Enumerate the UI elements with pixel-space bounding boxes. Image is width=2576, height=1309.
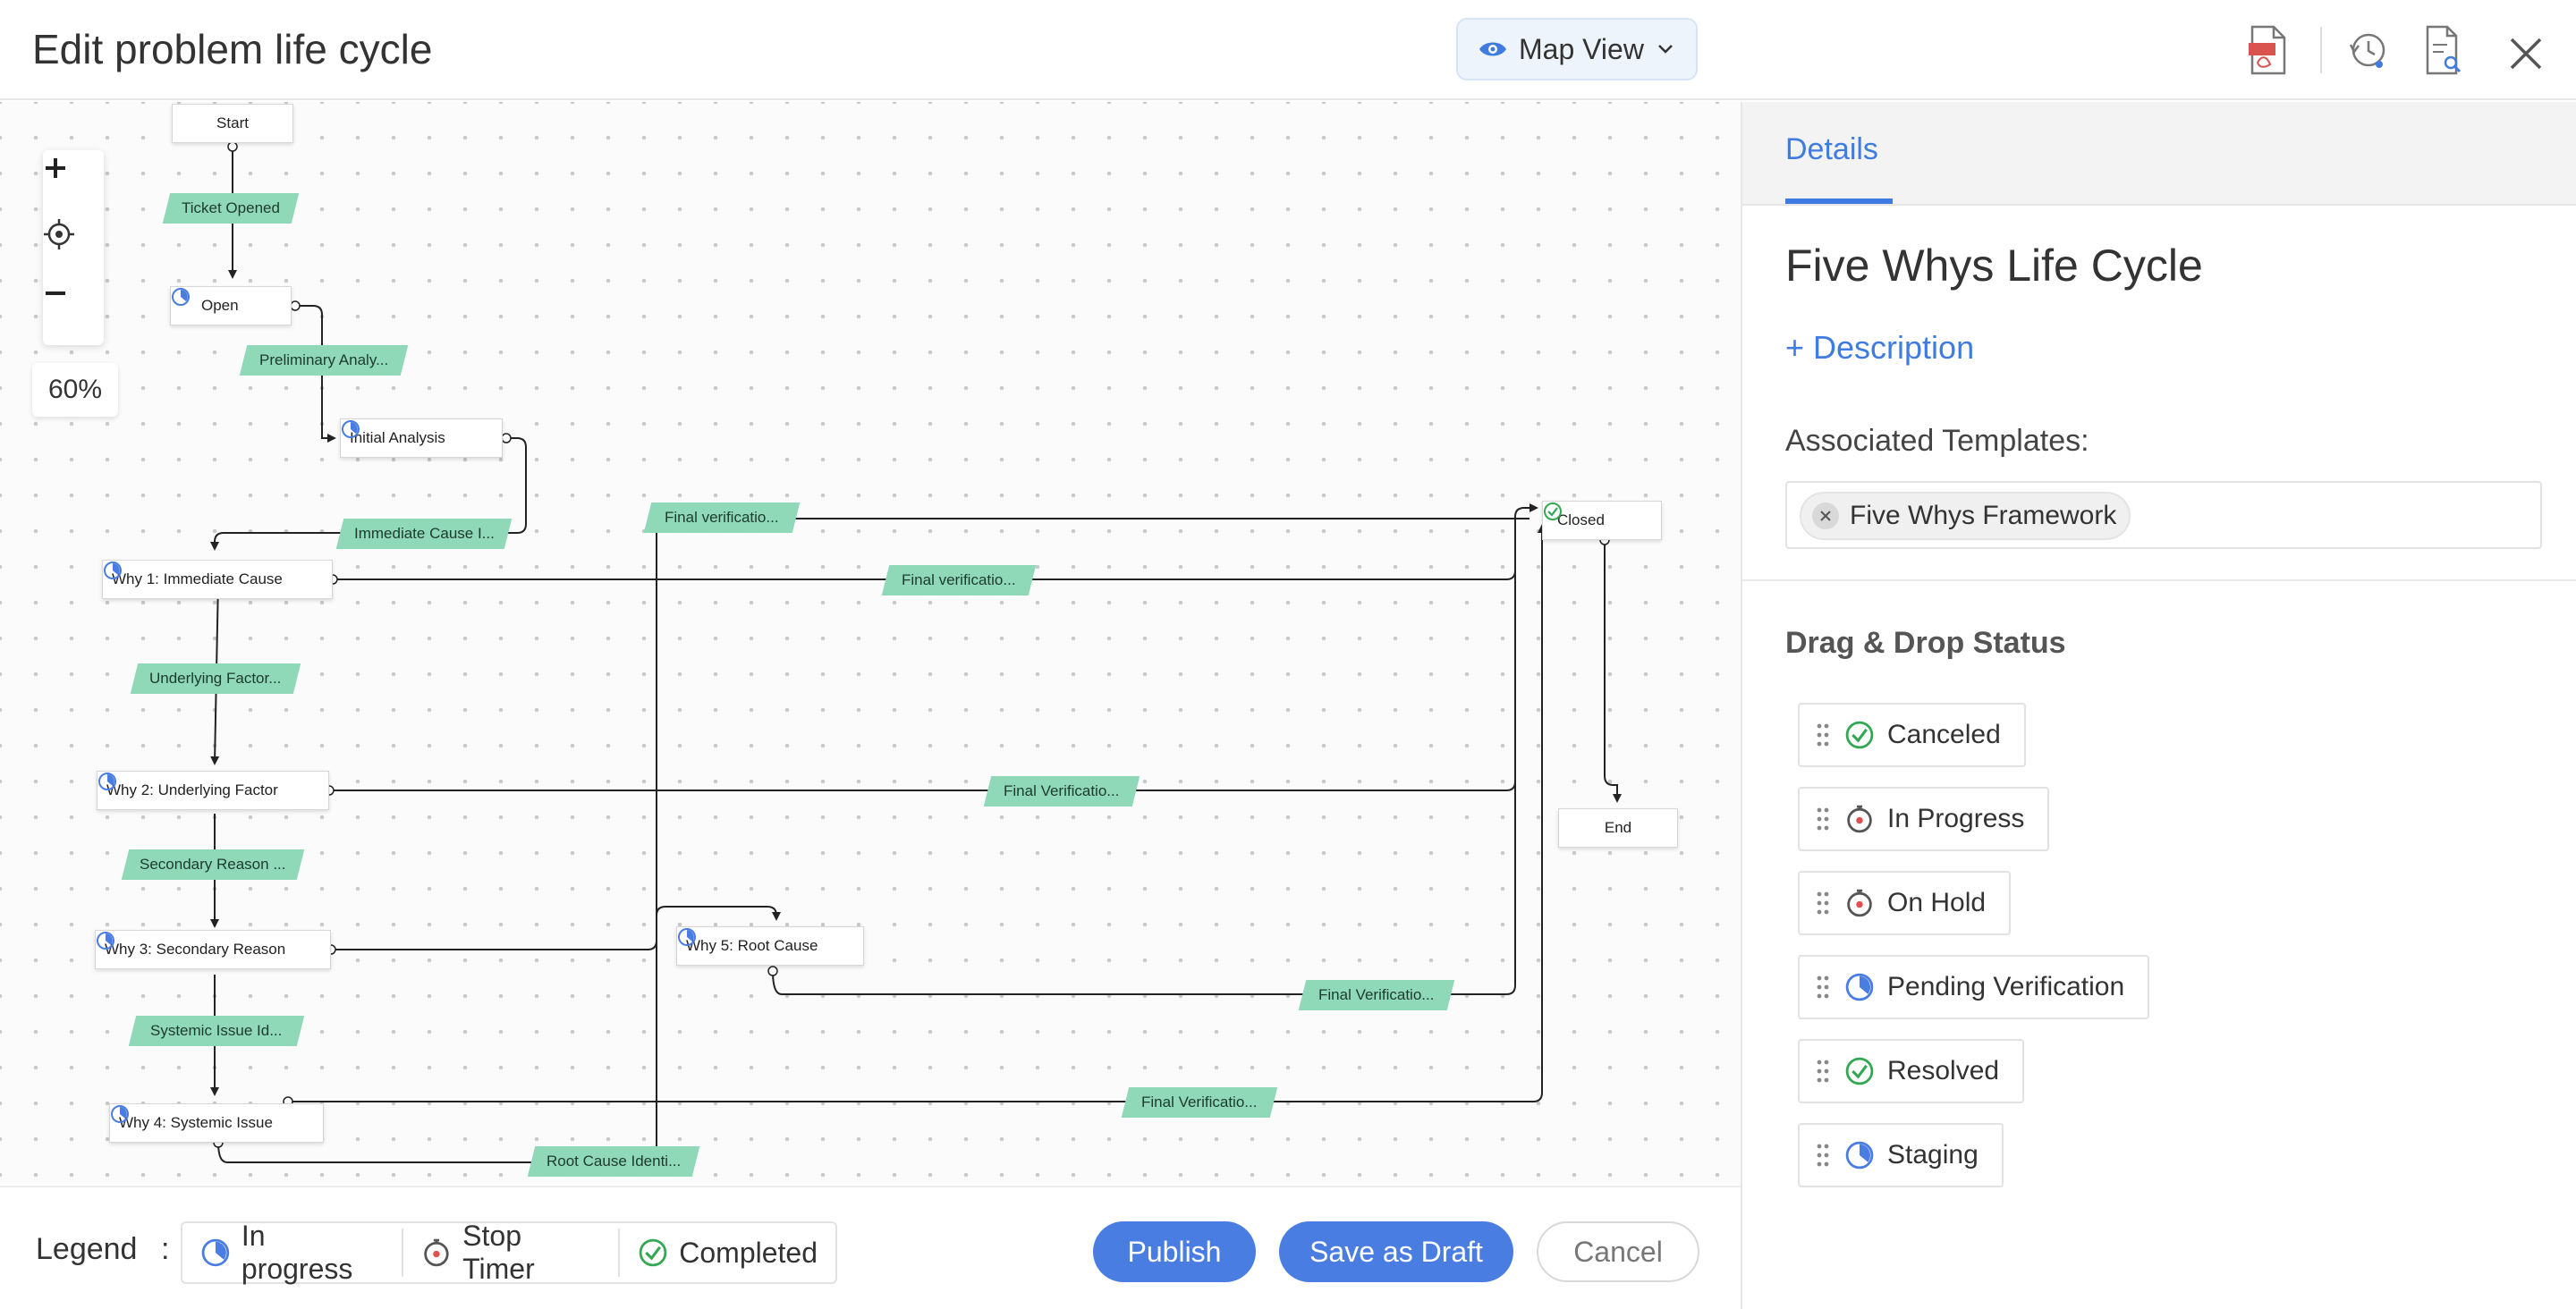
transition-label[interactable]: Immediate Cause I... bbox=[335, 519, 513, 549]
panel-divider bbox=[1742, 579, 2576, 581]
transition-label[interactable]: Root Cause Identi... bbox=[527, 1146, 700, 1177]
cancel-button[interactable]: Cancel bbox=[1537, 1221, 1699, 1282]
tab-details[interactable]: Details bbox=[1785, 132, 1878, 166]
header-separator bbox=[2320, 27, 2322, 73]
stop-timer-icon bbox=[424, 1238, 449, 1267]
transition-label[interactable]: Final verificatio... bbox=[881, 565, 1037, 595]
transition-label[interactable]: Ticket Opened bbox=[162, 193, 300, 224]
stop-timer-icon bbox=[1847, 889, 1872, 917]
completed-icon bbox=[1845, 1057, 1874, 1085]
legend-label: Legend bbox=[36, 1232, 138, 1266]
lifecycle-name[interactable]: Five Whys Life Cycle bbox=[1785, 241, 2203, 291]
tab-bar: Details bbox=[1742, 102, 2576, 206]
workflow-canvas[interactable]: Start Open Initial Analysis Closed Why 1… bbox=[0, 102, 1741, 1184]
status-item-on-hold[interactable]: On Hold bbox=[1798, 871, 2012, 935]
add-description-link[interactable]: + Description bbox=[1785, 329, 1975, 366]
zoom-in-button[interactable] bbox=[43, 156, 104, 216]
close-icon bbox=[1820, 511, 1831, 521]
zoom-controls bbox=[43, 150, 104, 345]
completed-icon bbox=[1845, 721, 1874, 749]
recenter-button[interactable] bbox=[43, 218, 104, 279]
status-item-resolved[interactable]: Resolved bbox=[1798, 1039, 2025, 1103]
in-progress-icon bbox=[104, 562, 122, 579]
legend-completed: Completed bbox=[618, 1229, 835, 1277]
in-progress-icon bbox=[1845, 1141, 1874, 1170]
transition-label[interactable]: Preliminary Analy... bbox=[239, 345, 409, 376]
pdf-icon[interactable] bbox=[2247, 23, 2288, 77]
legend-stop-timer: Stop Timer bbox=[402, 1220, 618, 1285]
document-search-icon[interactable] bbox=[2420, 23, 2465, 77]
node-why5[interactable]: Why 5: Root Cause bbox=[676, 926, 864, 966]
transition-label[interactable]: Systemic Issue Id... bbox=[128, 1016, 305, 1046]
node-start[interactable]: Start bbox=[172, 104, 293, 143]
status-item-staging[interactable]: Staging bbox=[1798, 1123, 2004, 1187]
node-closed[interactable]: Closed bbox=[1542, 501, 1662, 540]
node-why2[interactable]: Why 2: Underlying Factor bbox=[97, 771, 329, 810]
in-progress-icon bbox=[172, 288, 190, 306]
status-item-pending-verification[interactable]: Pending Verification bbox=[1798, 955, 2150, 1019]
map-view-label: Map View bbox=[1519, 32, 1644, 65]
drag-handle-icon[interactable] bbox=[1816, 722, 1830, 748]
legend: In progress Stop Timer Completed bbox=[181, 1220, 837, 1285]
node-why4[interactable]: Why 4: Systemic Issue bbox=[109, 1103, 324, 1143]
eye-icon bbox=[1479, 42, 1506, 56]
drag-handle-icon[interactable] bbox=[1816, 1142, 1830, 1169]
in-progress-icon bbox=[678, 928, 696, 946]
in-progress-icon bbox=[1845, 973, 1874, 1001]
node-open[interactable]: Open bbox=[170, 286, 292, 325]
transition-label[interactable]: Final Verificatio... bbox=[1121, 1087, 1278, 1118]
transition-label[interactable]: Final Verificatio... bbox=[983, 776, 1140, 807]
transition-label[interactable]: Final verificatio... bbox=[643, 502, 801, 533]
associated-templates-label: Associated Templates: bbox=[1785, 424, 2089, 458]
node-why1[interactable]: Why 1: Immediate Cause bbox=[102, 560, 333, 599]
footer: Legend : In progress Stop Timer Complete… bbox=[0, 1186, 1741, 1309]
drag-handle-icon[interactable] bbox=[1816, 890, 1830, 916]
completed-icon bbox=[639, 1238, 667, 1267]
drag-handle-icon[interactable] bbox=[1816, 806, 1830, 832]
in-progress-icon bbox=[98, 773, 116, 790]
zoom-level: 60% bbox=[32, 363, 118, 417]
minus-icon bbox=[46, 291, 65, 295]
publish-button[interactable]: Publish bbox=[1093, 1221, 1256, 1282]
legend-in-progress: In progress bbox=[182, 1220, 402, 1285]
plus-icon bbox=[46, 158, 65, 178]
drag-drop-label: Drag & Drop Status bbox=[1785, 626, 2066, 660]
close-icon[interactable] bbox=[2506, 27, 2546, 80]
transition-label[interactable]: Secondary Reason ... bbox=[121, 849, 305, 880]
stop-timer-icon bbox=[1847, 805, 1872, 833]
node-why3[interactable]: Why 3: Secondary Reason bbox=[95, 930, 331, 969]
save-draft-button[interactable]: Save as Draft bbox=[1279, 1221, 1513, 1282]
template-chip: Five Whys Framework bbox=[1800, 492, 2131, 540]
in-progress-icon bbox=[342, 420, 360, 438]
status-item-canceled[interactable]: Canceled bbox=[1798, 703, 2026, 767]
completed-icon bbox=[1544, 502, 1562, 520]
associated-templates-field[interactable]: Five Whys Framework bbox=[1785, 481, 2542, 549]
in-progress-icon bbox=[201, 1238, 230, 1267]
crosshair-icon bbox=[44, 219, 74, 249]
transition-label[interactable]: Underlying Factor... bbox=[130, 663, 301, 694]
map-view-dropdown[interactable]: Map View bbox=[1456, 18, 1698, 80]
transition-label[interactable]: Final Verificatio... bbox=[1298, 980, 1455, 1010]
chevron-down-icon bbox=[1658, 45, 1673, 54]
in-progress-icon bbox=[97, 932, 114, 950]
node-initial-analysis[interactable]: Initial Analysis bbox=[340, 418, 503, 458]
legend-colon: : bbox=[161, 1232, 170, 1266]
remove-chip-button[interactable] bbox=[1812, 502, 1839, 529]
header: Edit problem life cycle Map View bbox=[0, 0, 2576, 100]
history-icon[interactable] bbox=[2345, 23, 2390, 77]
page-title: Edit problem life cycle bbox=[32, 26, 433, 72]
tab-active-indicator bbox=[1785, 198, 1893, 204]
in-progress-icon bbox=[111, 1105, 129, 1123]
node-end[interactable]: End bbox=[1558, 808, 1678, 848]
drag-handle-icon[interactable] bbox=[1816, 974, 1830, 1001]
details-panel: Details Five Whys Life Cycle + Descripti… bbox=[1741, 102, 2576, 1309]
status-item-in-progress[interactable]: In Progress bbox=[1798, 787, 2050, 851]
zoom-out-button[interactable] bbox=[43, 281, 104, 342]
drag-handle-icon[interactable] bbox=[1816, 1058, 1830, 1085]
